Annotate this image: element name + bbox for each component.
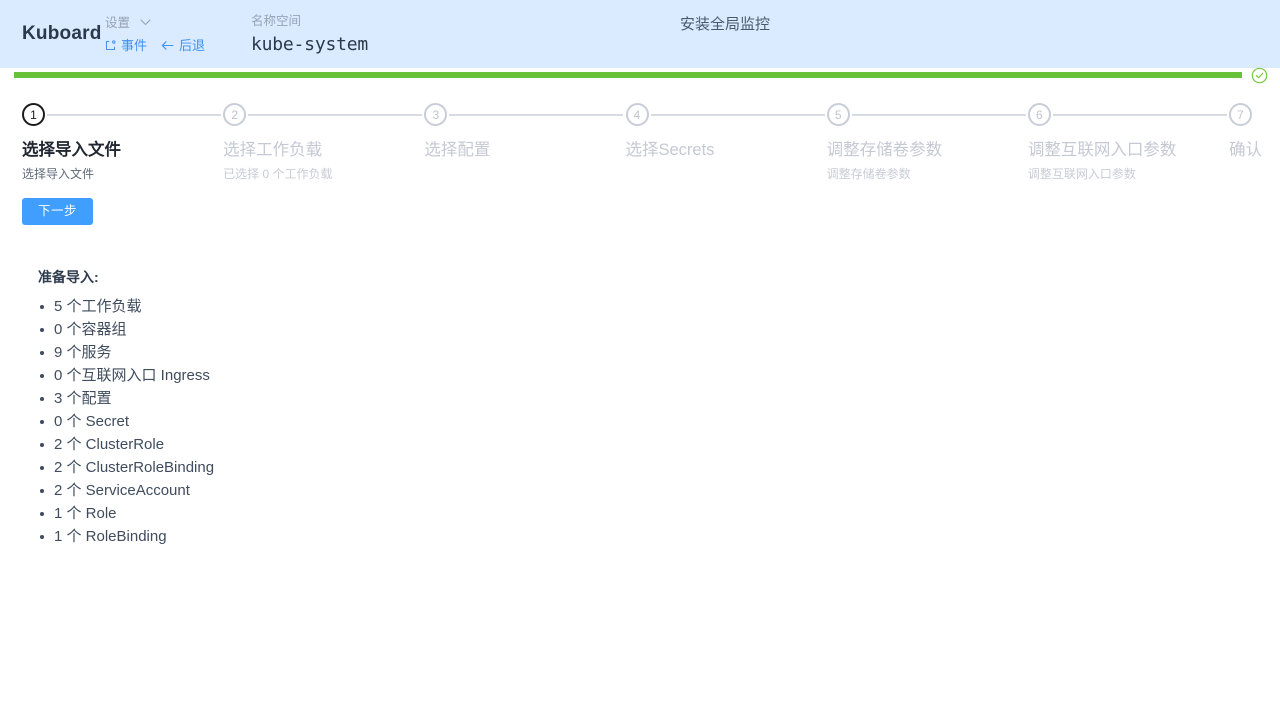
step-number-badge: 2 <box>223 103 247 126</box>
step-description: 选择导入文件 <box>22 167 95 181</box>
external-link-icon <box>105 39 116 51</box>
back-link-label: 后退 <box>179 37 206 53</box>
summary-list-item: 5 个工作负载 <box>38 295 1280 318</box>
step-connector-line <box>47 114 222 116</box>
namespace-value: kube-system <box>251 33 369 55</box>
progress-bar-fill <box>14 72 1242 78</box>
step-number-badge: 1 <box>22 103 45 126</box>
events-link[interactable]: 事件 <box>105 37 147 54</box>
step-head: 2 <box>223 103 423 127</box>
step-connector-line <box>1052 114 1227 116</box>
step-head: 4 <box>625 103 825 127</box>
step-connector-line <box>449 114 624 116</box>
step-head: 7 <box>1229 103 1262 127</box>
events-link-label: 事件 <box>121 37 148 53</box>
step-title: 选择Secrets <box>625 141 715 159</box>
progress-bar <box>0 67 1280 92</box>
summary-list-item: 0 个 Secret <box>38 410 1280 433</box>
step-head: 6 <box>1027 103 1227 127</box>
summary-list-item: 0 个互联网入口 Ingress <box>38 364 1280 387</box>
summary-list-item: 9 个服务 <box>38 341 1280 364</box>
step-description: 调整存储卷参数 <box>826 167 911 181</box>
step-head: 5 <box>826 103 1026 127</box>
summary-list-item: 2 个 ClusterRoleBinding <box>38 456 1280 479</box>
step-connector-line <box>248 114 423 116</box>
next-step-button[interactable]: 下一步 <box>22 198 94 225</box>
settings-dropdown[interactable]: 设置 <box>105 15 250 33</box>
wizard-step-2[interactable]: 2 选择工作负载已选择 0 个工作负载 <box>223 103 423 182</box>
app-header: Kuboard 设置 事件 <box>0 0 1280 68</box>
step-title: 确认 <box>1229 141 1262 159</box>
summary-list-item: 0 个容器组 <box>38 318 1280 341</box>
chevron-down-icon <box>139 15 151 32</box>
step-number-badge: 4 <box>625 103 649 126</box>
step-number-badge: 7 <box>1229 103 1252 126</box>
step-number-badge: 6 <box>1027 103 1051 126</box>
check-circle-icon <box>1251 67 1268 84</box>
back-link[interactable]: 后退 <box>161 37 205 54</box>
step-head: 3 <box>424 103 624 127</box>
summary-list-item: 1 个 Role <box>38 502 1280 525</box>
brand-logo[interactable]: Kuboard <box>0 0 102 68</box>
header-action-links: 事件 后退 <box>105 37 250 54</box>
wizard-step-7[interactable]: 7 确认 <box>1229 103 1262 161</box>
step-title: 选择配置 <box>424 141 491 159</box>
summary-list-item: 1 个 RoleBinding <box>38 525 1280 548</box>
step-number-badge: 5 <box>826 103 850 126</box>
summary-list-item: 2 个 ClusterRole <box>38 433 1280 456</box>
step-connector-line <box>851 114 1026 116</box>
namespace-block[interactable]: 名称空间 kube-system <box>250 0 570 68</box>
step-number-badge: 3 <box>424 103 448 126</box>
step-title: 调整互联网入口参数 <box>1027 141 1177 159</box>
step-title: 调整存储卷参数 <box>826 141 943 159</box>
wizard-step-4[interactable]: 4 选择Secrets <box>625 103 825 161</box>
step-title: 选择导入文件 <box>22 141 121 159</box>
summary-list-item: 3 个配置 <box>38 387 1280 410</box>
summary-title: 准备导入: <box>38 269 99 285</box>
page-title-wrap: 安装全局监控 <box>570 0 1280 68</box>
step-description: 调整互联网入口参数 <box>1027 167 1136 181</box>
settings-label: 设置 <box>105 15 131 30</box>
namespace-caption: 名称空间 <box>251 13 302 28</box>
step-connector-line <box>650 114 825 116</box>
wizard-step-3[interactable]: 3 选择配置 <box>424 103 624 161</box>
brand-name: Kuboard <box>22 23 102 44</box>
page-title: 安装全局监控 <box>680 16 771 33</box>
header-settings-block: 设置 事件 <box>100 0 250 68</box>
summary-list-item: 2 个 ServiceAccount <box>38 479 1280 502</box>
step-title: 选择工作负载 <box>223 141 323 159</box>
arrow-left-icon <box>161 40 174 51</box>
step-head: 1 <box>22 103 222 127</box>
step-description: 已选择 0 个工作负载 <box>223 167 333 181</box>
